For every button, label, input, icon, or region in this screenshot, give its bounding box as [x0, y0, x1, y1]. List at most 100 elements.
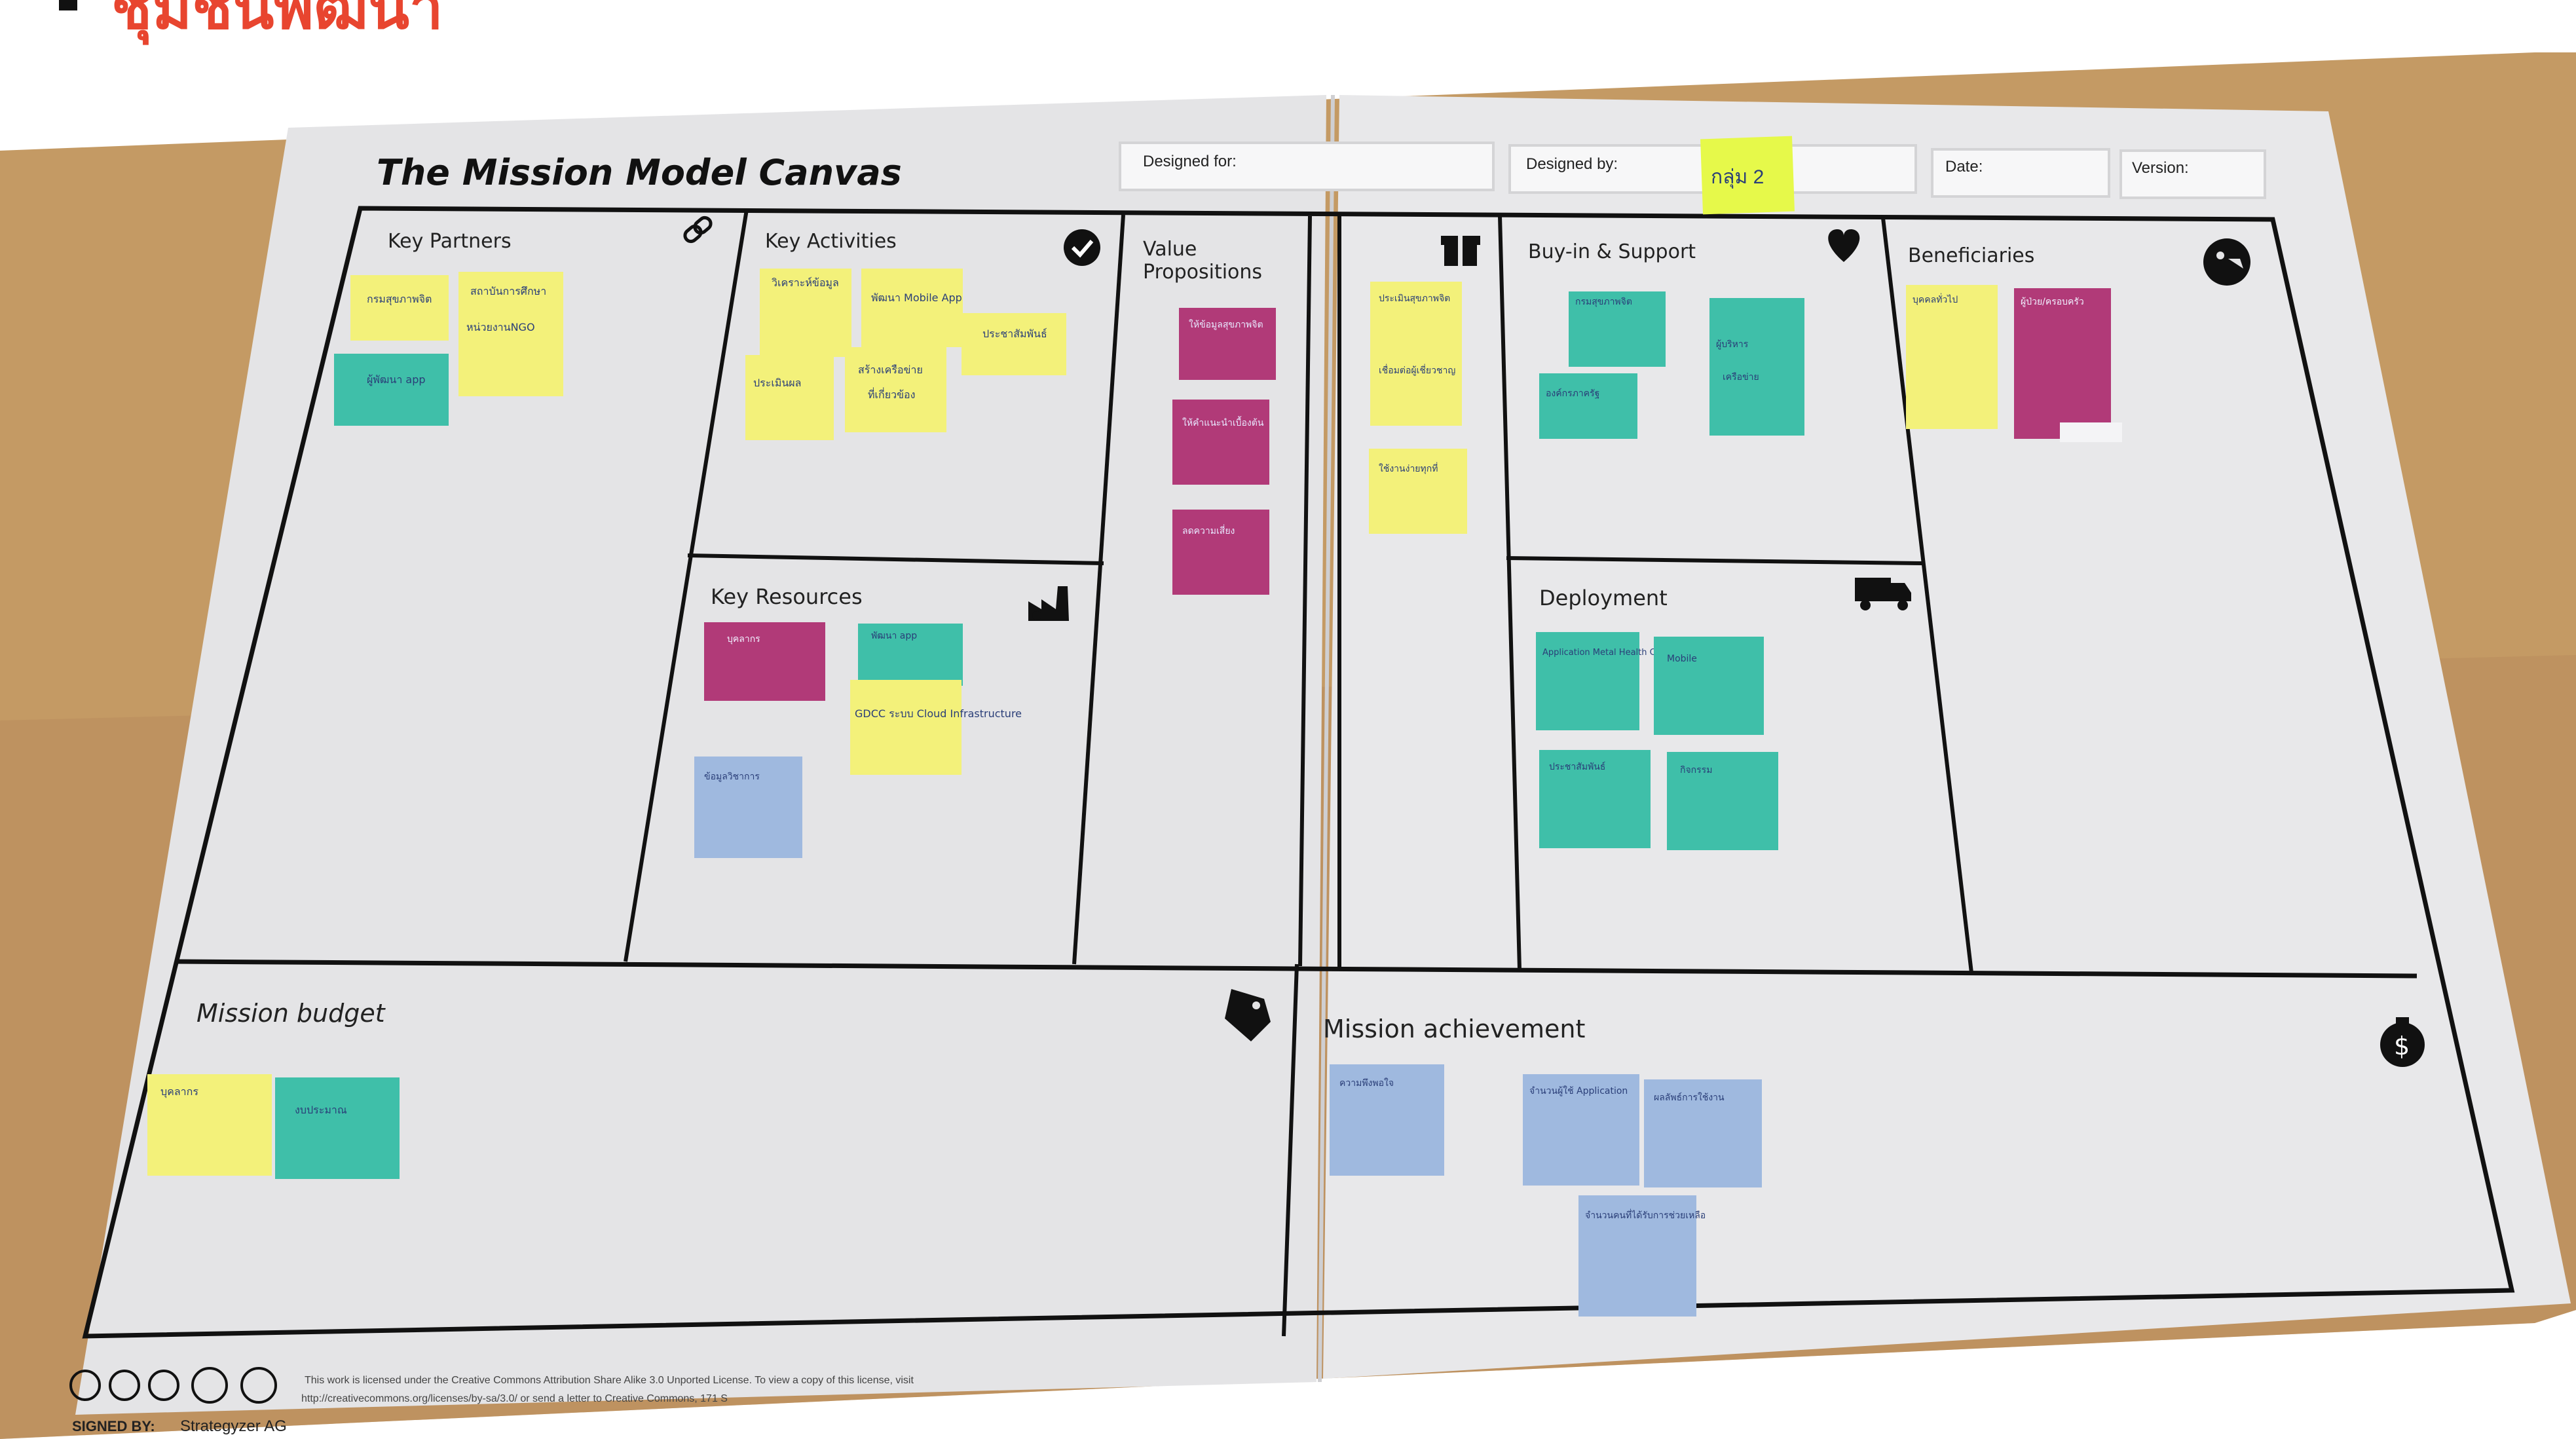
designed-by-footer-label: SIGNED BY:	[72, 1418, 155, 1434]
sticky-note	[1569, 291, 1666, 367]
note-text: ประเมินสุขภาพจิต	[1379, 293, 1450, 304]
section-title-key-activities: Key Activities	[765, 230, 897, 253]
sticky-note	[1179, 308, 1276, 380]
note-text: ลดความเสี่ยง	[1182, 525, 1235, 536]
designed-by-label: Designed by:	[1526, 155, 1618, 173]
license-text: This work is licensed under the Creative…	[305, 1375, 914, 1386]
sticky-note	[861, 269, 963, 347]
sticky-note	[350, 275, 449, 341]
logo-text: ชุมชนพัฒนา	[111, 0, 443, 43]
license-url-text: http://creativecommons.org/licenses/by-s…	[301, 1393, 728, 1404]
note-text: ผู้บริหาร	[1716, 339, 1749, 350]
sticky-note-label	[2060, 422, 2122, 442]
note-text: ความพึงพอใจ	[1339, 1077, 1394, 1089]
sticky-note	[1906, 285, 1998, 429]
sticky-note	[760, 269, 851, 357]
note-text: สถาบันการศึกษา	[470, 285, 546, 297]
section-title-value-propositions-2: Propositions	[1143, 261, 1262, 284]
paper-sheet-left	[75, 95, 1326, 1415]
sticky-note	[1523, 1074, 1639, 1186]
section-title-value-propositions-1: Value	[1143, 238, 1197, 261]
note-text: ข้อมูลวิชาการ	[704, 772, 760, 782]
truck-icon	[1855, 578, 1911, 610]
sticky-note	[334, 354, 449, 426]
sticky-note	[147, 1074, 272, 1176]
note-text: องค์กรภาครัฐ	[1546, 388, 1599, 399]
creative-commons-icons	[69, 1367, 277, 1404]
date-box	[1931, 148, 2110, 198]
smiley-icon	[2203, 238, 2250, 286]
heart-icon	[1828, 229, 1860, 262]
sticky-note	[1644, 1079, 1762, 1187]
sticky-note	[458, 272, 563, 396]
note-text: ที่เกี่ยวข้อง	[868, 387, 915, 401]
sticky-note	[1172, 400, 1269, 485]
note-text: เชื่อมต่อผู้เชี่ยวชาญ	[1379, 364, 1455, 376]
sticky-note	[961, 313, 1066, 375]
canvas-frame	[82, 206, 2515, 1339]
note-text: ประเมินผล	[753, 377, 801, 389]
note-text: พัฒนา Mobile App	[871, 291, 962, 304]
logo-mark	[59, 0, 77, 10]
sticky-note	[1709, 298, 1804, 436]
sticky-note	[704, 622, 825, 701]
note-text: ผลลัพธ์การใช้งาน	[1654, 1092, 1725, 1103]
note-text: งบประมาณ	[295, 1104, 347, 1116]
sticky-note	[1369, 449, 1467, 534]
date-label: Date:	[1945, 158, 1983, 176]
canvas-title: The Mission Model Canvas	[377, 152, 902, 193]
note-text: กิจกรรม	[1680, 765, 1712, 776]
sticky-note	[694, 757, 802, 858]
note-text: Application Metal Health Check	[1542, 648, 1676, 658]
svg-text:$: $	[2394, 1032, 2410, 1060]
section-title-key-resources: Key Resources	[711, 584, 863, 609]
sticky-note	[1539, 750, 1651, 848]
note-text: สร้างเครือข่าย	[858, 364, 923, 376]
sticky-note	[275, 1077, 400, 1179]
sticky-note	[1667, 752, 1778, 850]
note-text: Mobile	[1667, 654, 1697, 664]
gift-icon	[1441, 236, 1480, 266]
sticky-note	[745, 355, 834, 440]
note-text: ผู้พัฒนา app	[367, 373, 426, 386]
sticky-note	[1654, 637, 1764, 735]
note-text: วิเคราะห์ข้อมูล	[772, 276, 839, 290]
sticky-note	[1370, 282, 1462, 426]
divider-ka-vp	[1072, 214, 1125, 965]
note-text: จำนวนผู้ใช้ Application	[1529, 1085, 1628, 1096]
section-title-key-partners: Key Partners	[388, 230, 512, 253]
note-text: เครือข่าย	[1723, 372, 1759, 383]
divider-vp-left	[1298, 215, 1312, 967]
divider-budget-achievement	[1282, 963, 1299, 1337]
divider-kp-ka	[624, 209, 749, 962]
factory-icon	[1028, 586, 1069, 621]
note-text: ผู้ป่วย/ครอบครัว	[2021, 297, 2084, 307]
money-bag-icon: $	[2380, 1017, 2425, 1067]
note-text: บุคลากร	[160, 1085, 198, 1098]
sticky-note	[850, 680, 961, 775]
divider-bs-dp	[1506, 556, 1923, 565]
divider-bs-bn	[1881, 217, 1973, 973]
designed-by-value: กลุ่ม 2	[1711, 166, 1764, 189]
sticky-note	[1172, 510, 1269, 595]
note-text: กรมสุขภาพจิต	[1575, 297, 1632, 307]
version-label: Version:	[2132, 159, 2189, 177]
section-title-buy-in: Buy-in & Support	[1528, 240, 1696, 263]
designed-by-footer-value: Strategyzer AG	[180, 1417, 287, 1435]
note-text: บุคลากร	[727, 634, 760, 645]
sticky-note	[1330, 1064, 1444, 1176]
note-text: ให้คำแนะนำเบื้องต้น	[1182, 416, 1264, 428]
section-title-mission-achievement: Mission achievement	[1323, 1015, 1585, 1043]
note-text: ประชาสัมพันธ์	[982, 327, 1047, 340]
sticky-note	[858, 624, 963, 686]
divider-ka-kr	[687, 553, 1104, 565]
section-title-beneficiaries: Beneficiaries	[1908, 244, 2034, 267]
version-box	[2119, 149, 2266, 199]
designed-by-sticky	[1700, 136, 1795, 215]
note-text: พัฒนา app	[871, 631, 917, 641]
sticky-note	[1539, 373, 1637, 439]
note-text: GDCC ระบบ Cloud Infrastructure	[855, 707, 1022, 720]
note-text: ประชาสัมพันธ์	[1549, 761, 1605, 772]
note-text: หน่วยงานNGO	[466, 321, 535, 333]
